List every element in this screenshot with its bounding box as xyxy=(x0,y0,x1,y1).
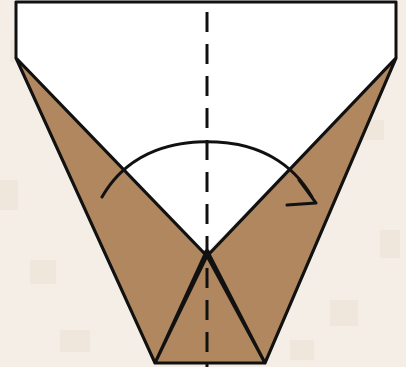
diagram-canvas xyxy=(0,0,406,367)
origami-diagram xyxy=(0,0,406,367)
